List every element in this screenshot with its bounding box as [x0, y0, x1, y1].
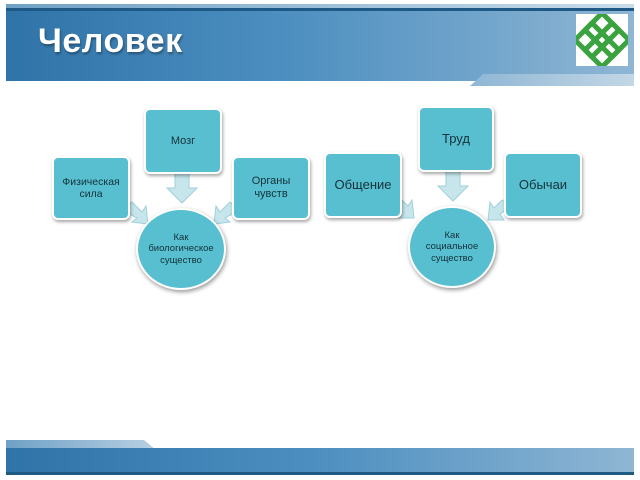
node-trud-label: Труд [442, 130, 470, 146]
footer-banner [6, 448, 634, 475]
center-biologicheskoe-label: Как биологическое существо [148, 231, 214, 266]
title-banner [6, 8, 634, 81]
node-obychai: Обычаи [504, 152, 582, 218]
node-mozg: Мозг [144, 108, 222, 174]
slide-title: Человек [38, 22, 183, 60]
center-socialnoe: Как социальное существо [408, 206, 496, 288]
node-trud: Труд [418, 106, 494, 172]
node-obychai-label: Обычаи [518, 176, 568, 192]
arrow-mozg-down [165, 171, 199, 204]
node-obshchenie-label: Общение [334, 176, 392, 192]
green-lattice-logo-icon [572, 10, 632, 70]
center-biologicheskoe: Как биологическое существо [136, 208, 226, 290]
center-socialnoe-label: Как социальное существо [425, 229, 479, 264]
node-organy-chuvstv-label: Органы чувств [251, 175, 291, 200]
node-mozg-label: Мозг [170, 134, 196, 147]
title-top-strip [6, 4, 634, 10]
node-fizicheskaya-sila-label: Физическая сила [62, 175, 120, 200]
arrow-trud-down [436, 169, 470, 202]
footer-top-strip [6, 440, 156, 450]
title-bottom-tab [470, 74, 634, 86]
node-fizicheskaya-sila: Физическая сила [52, 156, 130, 220]
node-organy-chuvstv: Органы чувств [232, 156, 310, 220]
node-obshchenie: Общение [324, 152, 402, 218]
